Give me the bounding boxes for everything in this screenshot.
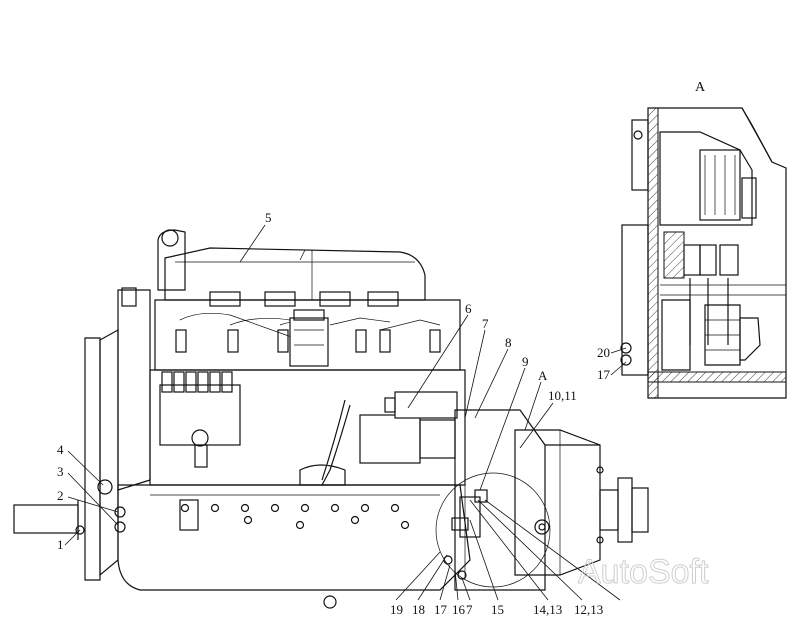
callout-12-13: 12,13 bbox=[574, 602, 603, 617]
callout-9: 9 bbox=[522, 354, 529, 369]
callout-15: 15 bbox=[491, 602, 504, 617]
callout-16: 16 bbox=[452, 602, 466, 617]
callout-17-detail: 17 bbox=[597, 367, 611, 382]
pump-elements bbox=[161, 371, 233, 393]
callout-5: 5 bbox=[265, 210, 272, 225]
callout-19: 19 bbox=[390, 602, 403, 617]
callout-7-bottom: 7 bbox=[466, 602, 473, 617]
callout-10-11: 10,11 bbox=[548, 388, 577, 403]
detail-view-a bbox=[610, 107, 787, 399]
callout-a: A bbox=[538, 368, 548, 383]
injector-lines bbox=[179, 249, 441, 346]
callout-17: 17 bbox=[434, 602, 448, 617]
watermark: AutoSoft bbox=[578, 553, 709, 591]
engine-body bbox=[13, 229, 649, 609]
injectors bbox=[175, 329, 441, 353]
callout-labels: A 20 17 1 2 3 4 5 6 7 8 9 A 10,11 19 18 … bbox=[57, 80, 706, 617]
view-title-label: A bbox=[695, 80, 706, 95]
callout-20: 20 bbox=[597, 345, 610, 360]
callout-18: 18 bbox=[412, 602, 425, 617]
block-holes bbox=[180, 503, 410, 609]
callout-3: 3 bbox=[57, 464, 64, 479]
callout-14-13: 14,13 bbox=[533, 602, 562, 617]
exhaust-ports bbox=[209, 291, 399, 307]
callout-1: 1 bbox=[57, 537, 64, 552]
callout-6: 6 bbox=[465, 301, 472, 316]
callout-7-top: 7 bbox=[482, 316, 489, 331]
callout-4: 4 bbox=[57, 442, 64, 457]
callout-8: 8 bbox=[505, 335, 512, 350]
callout-2: 2 bbox=[57, 488, 64, 503]
leader-lines bbox=[64, 224, 621, 601]
